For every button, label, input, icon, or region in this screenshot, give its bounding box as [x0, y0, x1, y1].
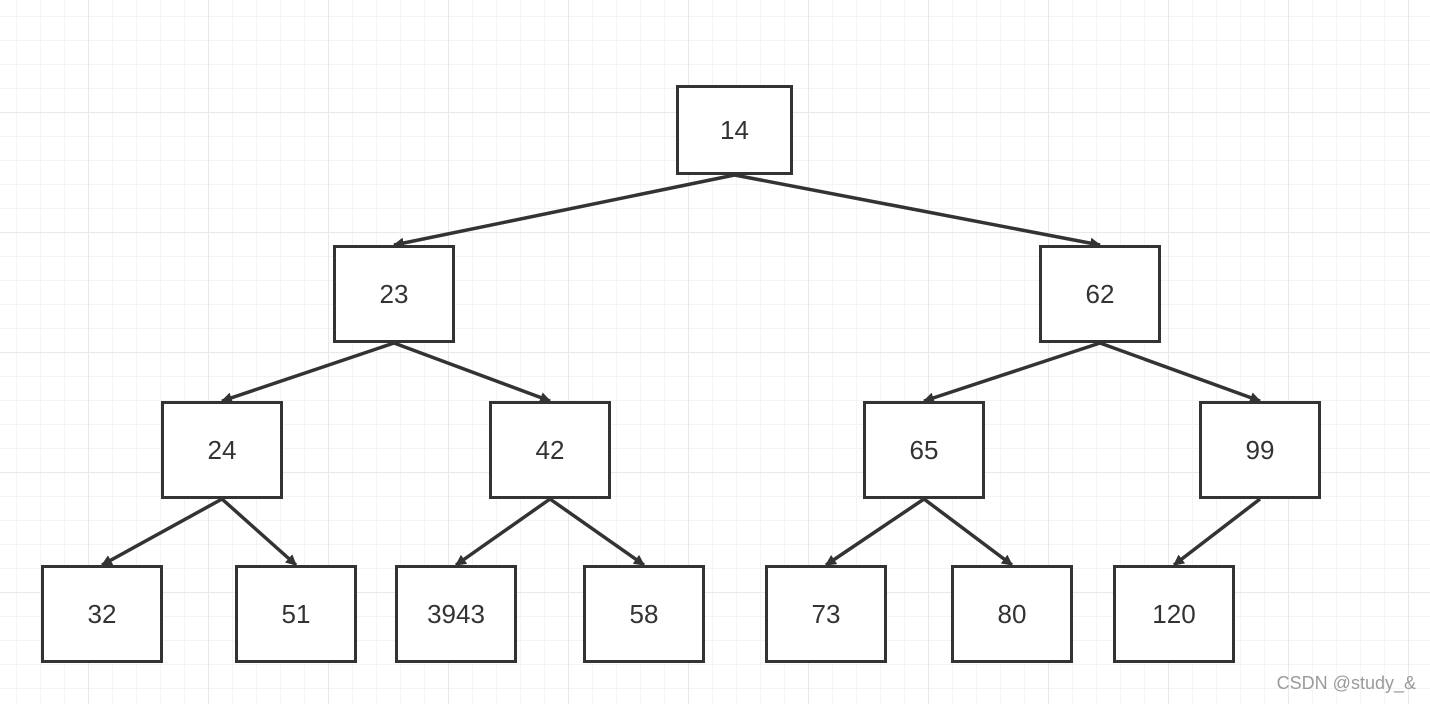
node-label: 3943 — [427, 598, 485, 629]
tree-node-120: 120 — [1113, 565, 1235, 663]
edge-24-32 — [101, 497, 223, 567]
tree-node-80: 80 — [951, 565, 1073, 663]
node-label: 32 — [87, 598, 117, 629]
node-label: 73 — [811, 598, 841, 629]
tree-node-42: 42 — [489, 401, 611, 499]
watermark: CSDN @study_& — [1276, 673, 1416, 693]
node-label: 14 — [720, 114, 749, 145]
tree-node-58: 58 — [583, 565, 705, 663]
edge-65-73 — [825, 497, 925, 567]
edge-14-62 — [734, 173, 1102, 249]
node-label: 62 — [1085, 278, 1115, 309]
node-label: 99 — [1245, 434, 1275, 465]
edge-23-42 — [393, 341, 552, 403]
edge-14-23 — [392, 173, 735, 249]
tree-node-65: 65 — [863, 401, 985, 499]
tree-node-14: 14 — [676, 85, 793, 175]
edge-65-80 — [922, 497, 1014, 567]
edge-23-24 — [220, 341, 395, 404]
node-label: 24 — [207, 434, 237, 465]
node-label: 65 — [909, 434, 939, 465]
node-label: 80 — [997, 598, 1027, 629]
edge-42-3943 — [454, 497, 552, 567]
tree-node-23: 23 — [333, 245, 455, 343]
tree-node-62: 62 — [1039, 245, 1161, 343]
node-label: 42 — [535, 434, 565, 465]
tree-node-24: 24 — [161, 401, 283, 499]
edge-42-58 — [548, 497, 646, 567]
node-label: 23 — [379, 278, 409, 309]
edge-62-65 — [922, 341, 1101, 404]
node-label: 120 — [1152, 598, 1196, 629]
node-label: 51 — [281, 598, 311, 629]
tree-node-73: 73 — [765, 565, 887, 663]
node-label: 58 — [629, 598, 659, 629]
tree-node-51: 51 — [235, 565, 357, 663]
tree-node-32: 32 — [41, 565, 163, 663]
tree-node-3943: 3943 — [395, 565, 517, 663]
tree-node-99: 99 — [1199, 401, 1321, 499]
edge-62-99 — [1099, 341, 1262, 403]
edge-24-51 — [220, 497, 298, 567]
edge-99-120 — [1172, 497, 1262, 567]
